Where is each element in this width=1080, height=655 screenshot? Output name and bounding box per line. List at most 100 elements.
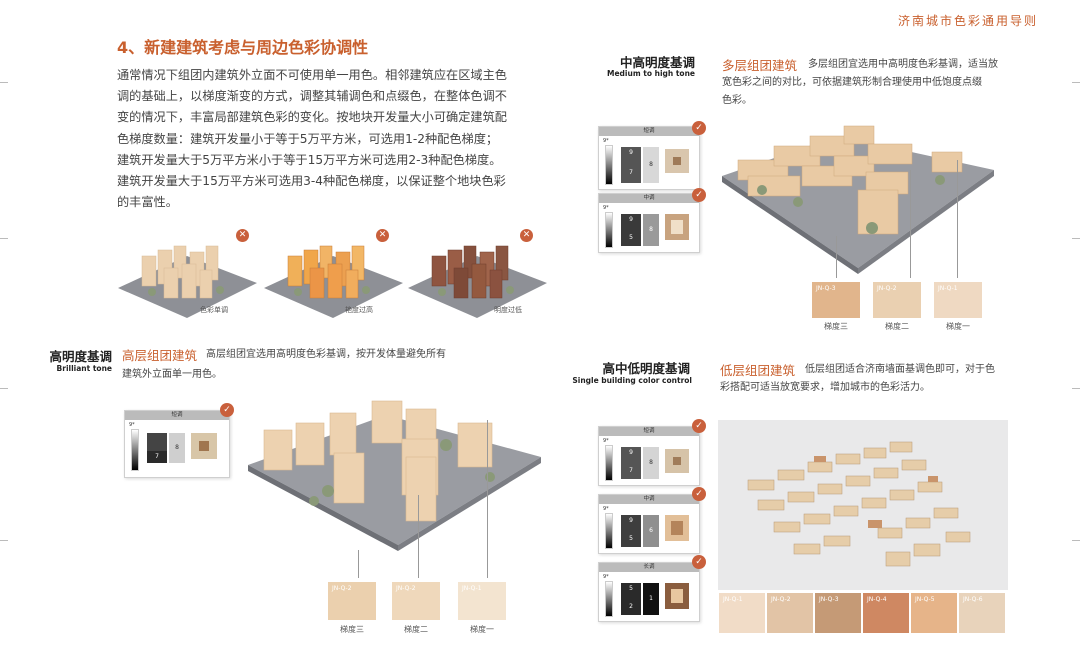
tone-number: 7 bbox=[629, 169, 633, 176]
swatch-code: JN-Q-2 bbox=[332, 585, 352, 592]
paragraph-line: 的丰富性。 bbox=[117, 195, 178, 210]
swatch-code: JN-Q-1 bbox=[938, 285, 958, 292]
color-swatch: JN-Q-6 bbox=[959, 593, 1005, 633]
margin-tick bbox=[1072, 238, 1080, 239]
tone-number: 2 bbox=[629, 603, 633, 610]
low-rise-desc: 低层组团适合济南墙面基调色即可，对于色 bbox=[805, 361, 1035, 379]
tone-card: 中调 9* 9 5 6 bbox=[598, 494, 700, 554]
paragraph-line: 变的情况下，丰富局部建筑色彩的变化。按地块开发量大小可确定建筑配 bbox=[117, 110, 507, 125]
tone-card-tab: 短调 bbox=[125, 411, 229, 420]
check-icon: ✓ bbox=[692, 188, 706, 202]
desc-line: 彩搭配可适当放宽要求，增加城市的色彩活力。 bbox=[720, 382, 930, 393]
paragraph-line: 建筑开发量大于5万平方米小于等于15万平方米可选用2-3种配色梯度。 bbox=[117, 152, 502, 167]
scale-label: 9* bbox=[603, 506, 609, 512]
swatch-label: 梯度三 bbox=[340, 625, 364, 634]
tone-block bbox=[621, 147, 641, 183]
margin-tick bbox=[0, 540, 8, 541]
pointer-line bbox=[418, 495, 419, 578]
swatch-code: JN-Q-1 bbox=[723, 596, 743, 603]
margin-tick bbox=[1072, 540, 1080, 541]
margin-tick bbox=[0, 82, 8, 83]
swatch-label: 梯度二 bbox=[404, 625, 428, 634]
tone-number: 9 bbox=[629, 216, 633, 223]
paragraph-line: 色梯度数量：建筑开发量小于等于5万平方米，可选用1-2种配色梯度； bbox=[117, 131, 499, 146]
high-rise-heading: 高明度基调 bbox=[49, 349, 112, 364]
tone-number: 8 bbox=[643, 447, 659, 479]
scale-label: 9* bbox=[603, 438, 609, 444]
color-swatch: JN-Q-2 bbox=[392, 582, 440, 620]
low-rise-heading: 高中低明度基调 bbox=[602, 361, 690, 376]
facade-sample-accent bbox=[671, 220, 683, 234]
tone-number: 9 bbox=[629, 517, 633, 524]
check-icon: ✓ bbox=[692, 487, 706, 501]
scale-label: 9* bbox=[603, 574, 609, 580]
tone-number: 9 bbox=[629, 449, 633, 456]
color-swatch: JN-Q-5 bbox=[911, 593, 957, 633]
facade-sample-accent bbox=[673, 457, 681, 465]
swatch-label: 梯度一 bbox=[946, 322, 970, 331]
lightness-scale bbox=[605, 445, 613, 481]
tone-number: 8 bbox=[643, 147, 659, 183]
desc-line: 多层组团宜选用中高明度色彩基调，适当放 bbox=[808, 59, 998, 70]
section-paragraph: 通常情况下组团内建筑外立面不可使用单一用色。相邻建筑应在区域主色 调的基础上，以… bbox=[117, 65, 557, 213]
swatch-code: JN-Q-6 bbox=[963, 596, 983, 603]
margin-tick bbox=[0, 388, 8, 389]
tone-card-tab: 短调 bbox=[599, 427, 699, 436]
pointer-line bbox=[957, 160, 958, 278]
low-rise-type: 低层组团建筑 bbox=[720, 363, 796, 378]
tone-number: 5 bbox=[629, 535, 633, 542]
check-icon: ✓ bbox=[692, 121, 706, 135]
tone-number: 6 bbox=[643, 515, 659, 547]
tone-block bbox=[621, 583, 641, 615]
multi-storey-heading: 中高明度基调 bbox=[619, 55, 695, 70]
paragraph-line: 通常情况下组团内建筑外立面不可使用单一用色。相邻建筑应在区域主色 bbox=[117, 68, 507, 82]
bad-example-caption: 明度过低 bbox=[494, 306, 522, 314]
scale-label: 9* bbox=[129, 422, 135, 428]
tone-card-tab: 中调 bbox=[599, 194, 699, 203]
swatch-code: JN-Q-2 bbox=[396, 585, 416, 592]
color-swatch: JN-Q-2 bbox=[328, 582, 376, 620]
tone-block bbox=[621, 214, 641, 246]
color-swatch: JN-Q-1 bbox=[719, 593, 765, 633]
check-icon: ✓ bbox=[692, 419, 706, 433]
tone-card-tab: 长调 bbox=[599, 563, 699, 572]
color-swatch: JN-Q-4 bbox=[863, 593, 909, 633]
bad-example-caption: 色彩单调 bbox=[200, 306, 228, 314]
bad-example-low-lightness-image bbox=[408, 245, 547, 318]
low-rise-model-image bbox=[718, 420, 1008, 590]
tone-number: 5 bbox=[629, 234, 633, 241]
tone-number: 9 bbox=[629, 149, 633, 156]
tone-number: 7 bbox=[629, 467, 633, 474]
pointer-line bbox=[836, 236, 837, 278]
bad-example-caption: 艳度过高 bbox=[345, 306, 373, 314]
high-rise-desc: 高层组团宜选用高明度色彩基调，按开发体量避免所有 bbox=[206, 346, 506, 364]
high-rise-desc: 建筑外立面单一用色。 bbox=[122, 366, 442, 384]
lightness-scale bbox=[131, 429, 139, 471]
color-swatch: JN-Q-3 bbox=[812, 282, 860, 318]
tone-block bbox=[621, 447, 641, 479]
swatch-code: JN-Q-4 bbox=[867, 596, 887, 603]
section-title: 4、新建建筑考虑与周边色彩协调性 bbox=[117, 38, 369, 57]
swatch-label: 梯度二 bbox=[885, 322, 909, 331]
check-icon: ✓ bbox=[220, 403, 234, 417]
multi-storey-type: 多层组团建筑 bbox=[722, 58, 798, 73]
color-swatch: JN-Q-2 bbox=[873, 282, 921, 318]
facade-sample-accent bbox=[673, 157, 681, 165]
color-swatch: JN-Q-2 bbox=[767, 593, 813, 633]
multi-storey-desc: 宽色彩之间的对比，可依据建筑形制合理使用中低饱度点缀 色彩。 bbox=[722, 74, 1042, 110]
tone-number: 8 bbox=[169, 433, 185, 463]
facade-sample-accent bbox=[671, 589, 683, 603]
tone-block bbox=[621, 515, 641, 547]
tone-number: 8 bbox=[643, 214, 659, 246]
swatch-label: 梯度一 bbox=[470, 625, 494, 634]
tone-card: 中调 9* 9 8 5 bbox=[598, 193, 700, 253]
high-rise-type: 高层组团建筑 bbox=[122, 348, 198, 363]
color-swatch: JN-Q-3 bbox=[815, 593, 861, 633]
swatch-code: JN-Q-2 bbox=[771, 596, 791, 603]
margin-tick bbox=[1072, 82, 1080, 83]
swatch-code: JN-Q-5 bbox=[915, 596, 935, 603]
tone-card: 短调 9* 9 8 7 bbox=[598, 126, 700, 190]
high-rise-model-image bbox=[248, 400, 541, 551]
margin-tick bbox=[1072, 388, 1080, 389]
cross-icon: ✕ bbox=[520, 229, 533, 242]
